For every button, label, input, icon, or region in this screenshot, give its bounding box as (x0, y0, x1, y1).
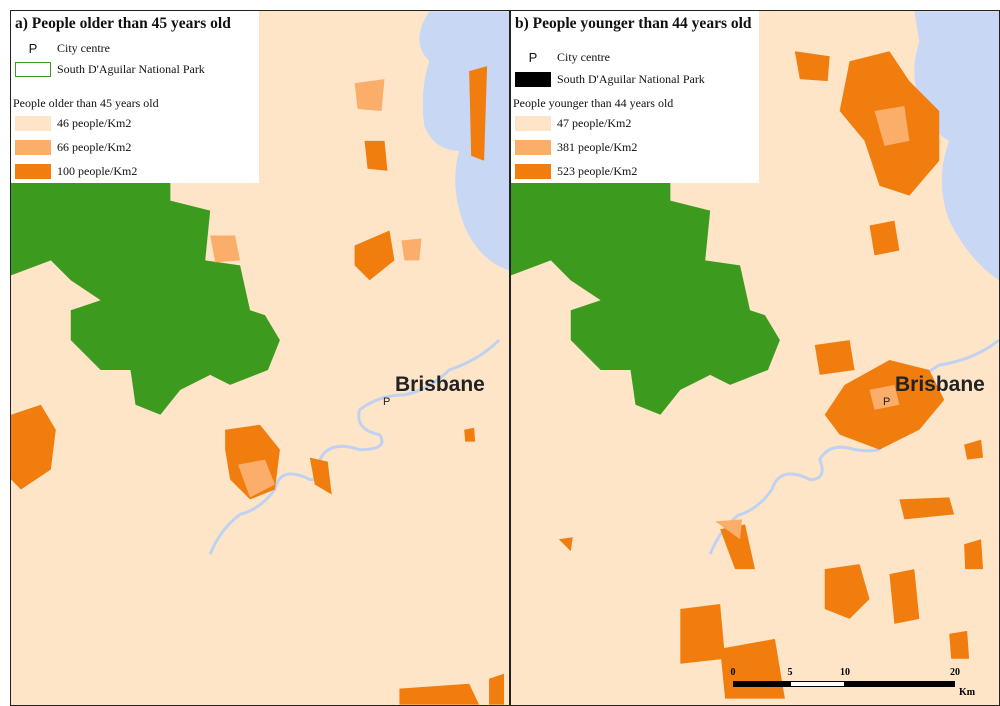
scale-tick: 10 (840, 667, 850, 678)
density-patch (889, 569, 920, 624)
density-patch (680, 603, 726, 664)
density-patch (210, 235, 241, 263)
density-patch (964, 539, 984, 570)
density-patch (399, 683, 480, 705)
map-panel-older: a) People older than 45 years old P City… (10, 10, 510, 706)
park-label: South D'Aguilar National Park (57, 61, 205, 76)
density-patch (354, 230, 395, 281)
city-label: Brisbane (895, 373, 985, 396)
density-patch (720, 524, 755, 570)
city-centre-symbol: P (28, 40, 38, 56)
density-patch (558, 537, 573, 552)
class-label: 523 people/Km2 (557, 163, 638, 178)
density-patch (869, 384, 900, 410)
city-label: Brisbane (395, 373, 485, 396)
class-label: 66 people/Km2 (57, 139, 132, 154)
class-swatch (15, 139, 51, 155)
density-patch (238, 459, 275, 498)
legend-class: 381 people/Km2 (515, 138, 637, 156)
legend-class: 100 people/Km2 (15, 162, 137, 180)
density-patch (899, 497, 955, 520)
density-patch (11, 404, 56, 490)
city-centre-symbol: P (528, 49, 538, 65)
density-patch (874, 106, 910, 146)
density-patch (489, 673, 505, 705)
park-swatch (515, 71, 551, 87)
scale-unit: Km (959, 687, 976, 698)
scale-bar: 0 5 10 20 Km (730, 667, 993, 705)
scale-segment (845, 681, 955, 687)
legend-class: 66 people/Km2 (15, 138, 131, 156)
density-patch (469, 66, 488, 161)
class-label: 100 people/Km2 (57, 163, 138, 178)
legend-city-centre: P City centre (515, 48, 610, 66)
park-label: South D'Aguilar National Park (557, 71, 705, 86)
legend-older: a) People older than 45 years old P City… (11, 11, 259, 183)
density-patch (309, 457, 332, 495)
map-canvas-younger (511, 11, 999, 699)
city-centre-marker: P (383, 396, 391, 408)
scale-tick: 20 (950, 667, 960, 678)
legend-city-centre: P City centre (15, 39, 110, 57)
density-patch (794, 51, 830, 82)
map-panel-younger: b) People younger than 44 years old P Ci… (510, 10, 1000, 706)
class-swatch (515, 139, 551, 155)
city-centre-label: City centre (557, 49, 610, 64)
national-park (511, 160, 780, 415)
density-patch (364, 140, 388, 171)
legend-park: South D'Aguilar National Park (15, 60, 205, 78)
density-patch (949, 630, 970, 659)
scale-tick: 0 (730, 667, 736, 678)
scale-segment (790, 681, 845, 687)
scale-segment (733, 681, 790, 687)
bay-water (419, 11, 509, 271)
density-patch (814, 340, 855, 375)
legend-younger: b) People younger than 44 years old P Ci… (511, 11, 759, 183)
class-label: 381 people/Km2 (557, 139, 638, 154)
panel-title: b) People younger than 44 years old (515, 15, 752, 32)
class-swatch (15, 115, 51, 131)
density-patch (869, 220, 900, 256)
density-patch (464, 427, 476, 442)
scale-tick: 5 (787, 667, 793, 678)
city-centre-marker: P (883, 396, 891, 408)
density-patch (401, 238, 422, 261)
class-swatch (515, 163, 551, 179)
density-patch (354, 79, 385, 111)
legend-class: 46 people/Km2 (15, 114, 131, 132)
legend-class: 523 people/Km2 (515, 162, 637, 180)
class-label: 46 people/Km2 (57, 115, 132, 130)
legend-park: South D'Aguilar National Park (515, 70, 705, 88)
class-label: 47 people/Km2 (557, 115, 632, 130)
national-park (11, 160, 280, 415)
class-swatch (15, 163, 51, 179)
density-heading: People older than 45 years old (13, 96, 159, 110)
density-heading: People younger than 44 years old (513, 96, 674, 110)
density-patch (715, 519, 743, 540)
river (208, 339, 501, 555)
park-swatch (15, 61, 51, 77)
map-canvas-older (11, 11, 509, 705)
density-patch (824, 564, 870, 619)
panel-title: a) People older than 45 years old (15, 15, 231, 32)
density-patch (964, 439, 984, 460)
class-swatch (515, 115, 551, 131)
city-centre-label: City centre (57, 40, 110, 55)
bay-water (914, 11, 999, 281)
legend-class: 47 people/Km2 (515, 114, 631, 132)
